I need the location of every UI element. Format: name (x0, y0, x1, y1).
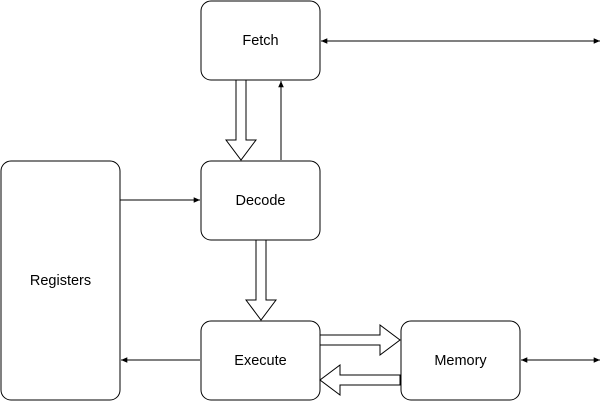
registers-label: Registers (30, 273, 91, 289)
fetch-label: Fetch (242, 33, 278, 49)
execute-node: Execute (200, 320, 321, 401)
memory-to-execute-arrow (319, 364, 401, 396)
registers-node: Registers (0, 160, 121, 401)
fetch-to-decode-arrow (225, 79, 257, 161)
decode-label: Decode (236, 193, 286, 209)
memory-node: Memory (400, 320, 521, 401)
execute-label: Execute (234, 353, 286, 369)
decode-node: Decode (200, 160, 321, 241)
fetch-node: Fetch (200, 0, 321, 81)
execute-to-memory-arrow (319, 324, 401, 356)
decode-to-execute-arrow (245, 239, 277, 321)
memory-label: Memory (434, 353, 487, 369)
